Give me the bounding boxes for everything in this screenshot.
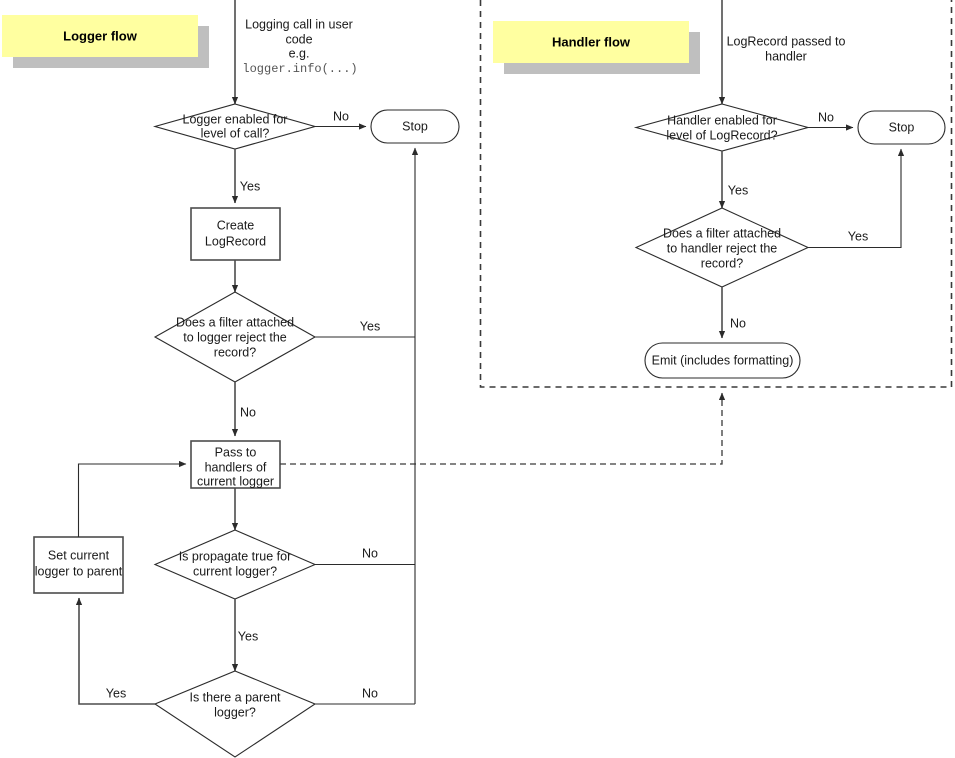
node-propagate-decision[interactable]: Is propagate true for current logger?	[153, 529, 317, 600]
set-parent-label-line2: logger to parent	[35, 564, 123, 578]
node-create-logrecord[interactable]: Create LogRecord	[190, 207, 281, 261]
edge-parent-yes	[75, 597, 155, 705]
edge-label-logger-enabled-yes: Yes	[240, 179, 260, 193]
edge-label-handler-enabled-yes: Yes	[728, 183, 748, 197]
pass-to-handlers-label-line2: handlers of	[205, 460, 267, 474]
emit-label: Emit (includes formatting)	[652, 353, 794, 367]
logger-filter-label-line3: record?	[214, 345, 256, 359]
node-handler-enabled-decision[interactable]: Handler enabled for level of LogRecord?	[633, 103, 811, 152]
node-emit[interactable]: Emit (includes formatting)	[644, 342, 801, 379]
handler-filter-label-line3: record?	[701, 256, 743, 270]
set-parent-shape	[33, 536, 124, 594]
handler-filter-label-line2: to handler reject the	[667, 241, 778, 255]
node-pass-to-handlers[interactable]: Pass to handlers of current logger	[190, 440, 281, 489]
logger-enabled-label-line1: Logger enabled for	[183, 112, 288, 126]
node-handler-filter-decision[interactable]: Does a filter attached to handler reject…	[634, 207, 810, 288]
edge-handler-filter-yes	[808, 148, 905, 249]
handler-entry-note-line1: LogRecord passed to	[727, 34, 846, 48]
stop-handler-label: Stop	[889, 120, 915, 134]
handler-enabled-label-line2: level of LogRecord?	[666, 128, 777, 142]
pass-to-handlers-shape	[190, 440, 281, 489]
edge-set-parent-to-handlers	[77, 460, 187, 537]
propagate-label-line2: current logger?	[193, 564, 277, 578]
pass-to-handlers-label-line3: current logger	[197, 474, 274, 488]
propagate-label-line1: Is propagate true for	[179, 549, 292, 563]
edge-label-propagate-yes: Yes	[238, 629, 258, 643]
handler-flow-title-label: Handler flow	[552, 34, 631, 49]
edge-label-parent-no: No	[362, 686, 378, 700]
create-logrecord-shape	[190, 207, 281, 261]
edge-handlers-to-emit-dashed	[280, 392, 726, 465]
logger-flow-title: Logger flow	[2, 15, 209, 68]
edge-label-parent-yes: Yes	[106, 686, 126, 700]
set-parent-label-line1: Set current	[48, 548, 110, 562]
edge-label-handler-filter-yes: Yes	[848, 229, 868, 243]
emit-shape	[644, 342, 801, 379]
edge-label-logger-filter-yes: Yes	[360, 319, 380, 333]
create-logrecord-label-line2: LogRecord	[205, 234, 266, 248]
handler-flow-title: Handler flow	[493, 21, 700, 74]
handler-enabled-label-line1: Handler enabled for	[667, 113, 777, 127]
edge-label-logger-enabled-no: No	[333, 109, 349, 123]
create-logrecord-label-line1: Create	[217, 218, 255, 232]
edge-label-propagate-no: No	[362, 546, 378, 560]
logger-entry-note-code: logger.info(...)	[242, 62, 357, 76]
node-parent-logger-decision[interactable]: Is there a parent logger?	[153, 670, 317, 758]
pass-to-handlers-label-line1: Pass to	[215, 445, 257, 459]
handler-filter-label-line1: Does a filter attached	[663, 226, 781, 240]
parent-logger-label-line1: Is there a parent	[189, 690, 281, 704]
logger-entry-note-line1: Logging call in user	[245, 17, 353, 31]
handler-flow-title-box	[493, 21, 689, 63]
handler-entry-note-line2: handler	[765, 49, 807, 63]
logger-filter-label-line1: Does a filter attached	[176, 315, 294, 329]
edge-label-handler-filter-no: No	[730, 316, 746, 330]
edge-label-logger-filter-no: No	[240, 405, 256, 419]
stop-logger-label: Stop	[402, 119, 428, 133]
handler-flow-panel-border	[479, 0, 953, 388]
node-logger-filter-decision[interactable]: Does a filter attached to logger reject …	[153, 291, 317, 383]
node-stop-logger[interactable]: Stop	[370, 109, 460, 144]
node-logger-enabled-decision[interactable]: Logger enabled for level of call?	[152, 103, 318, 150]
stop-logger-shape	[370, 109, 460, 144]
logger-entry-note-line3: e.g.	[289, 46, 310, 60]
stop-handler-shape	[857, 110, 946, 145]
logger-enabled-label-line2: level of call?	[201, 126, 270, 140]
logger-flow-title-box	[2, 15, 198, 57]
logger-filter-label-line2: to logger reject the	[183, 330, 287, 344]
node-stop-handler[interactable]: Stop	[857, 110, 946, 145]
logger-flow-title-label: Logger flow	[63, 28, 138, 43]
parent-logger-diamond	[153, 670, 317, 758]
edge-label-handler-enabled-no: No	[818, 110, 834, 124]
logger-entry-note-line2: code	[285, 32, 312, 46]
node-set-current-logger-to-parent[interactable]: Set current logger to parent	[33, 536, 124, 594]
parent-logger-label-line2: logger?	[214, 705, 256, 719]
